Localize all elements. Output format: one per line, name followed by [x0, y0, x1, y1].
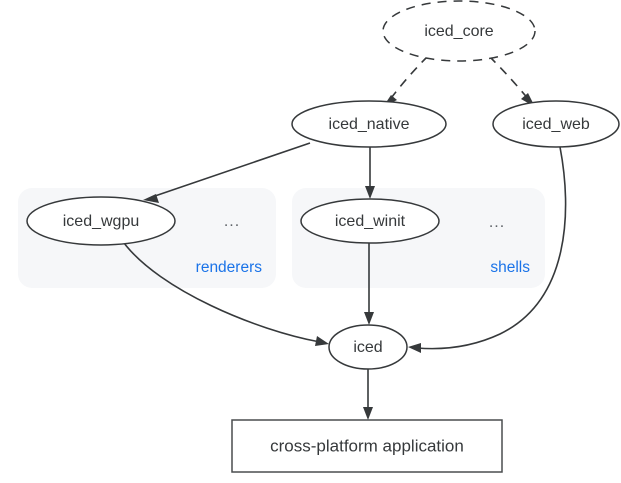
node-application-shape[interactable]: [231, 419, 503, 473]
edge-iced-native-to-iced-wgpu: [143, 142, 311, 203]
node-iced-label: iced: [353, 339, 382, 356]
renderers-more-placeholder: ...: [224, 213, 240, 230]
shells-more-placeholder: ...: [489, 214, 505, 231]
node-iced-web[interactable]: iced_web: [492, 100, 620, 148]
edge-path-native-wgpu: [151, 142, 311, 198]
node-iced-core-label: iced_core: [424, 23, 493, 40]
node-iced-core[interactable]: iced_core: [382, 0, 536, 62]
edge-iced-wgpu-to-iced: [123, 242, 329, 346]
node-iced-wgpu-shape[interactable]: [26, 196, 176, 246]
node-iced-native-shape[interactable]: [291, 100, 447, 148]
edge-path-core-native: [388, 55, 429, 102]
edge-path-wgpu-iced: [123, 242, 321, 343]
node-cross-platform-application[interactable]: cross-platform application: [231, 419, 503, 473]
arrowhead-native-wgpu: [143, 194, 159, 203]
node-iced-native[interactable]: iced_native: [291, 100, 447, 148]
edge-iced-web-to-iced: [408, 146, 567, 353]
node-iced-wgpu-label: iced_wgpu: [63, 213, 140, 230]
node-iced-winit-shape[interactable]: [300, 198, 440, 244]
arrowhead-iced-app: [363, 407, 373, 420]
node-iced-web-shape[interactable]: [492, 100, 620, 148]
node-iced-core-shape[interactable]: [382, 0, 536, 62]
edge-iced-core-to-iced-native: [383, 55, 429, 107]
arrowhead-wgpu-iced: [315, 336, 329, 346]
arrowhead-web-iced: [408, 343, 421, 353]
node-iced[interactable]: iced: [328, 324, 408, 370]
node-iced-web-label: iced_web: [522, 116, 590, 133]
node-iced-wgpu[interactable]: iced_wgpu: [26, 196, 176, 246]
edge-iced-winit-to-iced: [364, 243, 374, 325]
edge-iced-core-to-iced-web: [488, 55, 535, 107]
edge-path-web-iced: [416, 146, 567, 350]
edge-iced-to-application: [363, 369, 373, 420]
node-iced-winit-label: iced_winit: [335, 213, 406, 230]
node-iced-native-label: iced_native: [329, 116, 410, 133]
node-iced-winit[interactable]: iced_winit: [300, 198, 440, 244]
arrowhead-native-winit: [365, 186, 375, 199]
cluster-renderers-label: renderers: [196, 259, 263, 276]
cluster-shells-label: shells: [490, 259, 530, 276]
node-application-label: cross-platform application: [270, 436, 464, 455]
node-iced-shape[interactable]: [328, 324, 408, 370]
arrowhead-winit-iced: [364, 312, 374, 325]
edge-path-core-web: [488, 55, 530, 101]
edge-iced-native-to-iced-winit: [365, 147, 375, 199]
